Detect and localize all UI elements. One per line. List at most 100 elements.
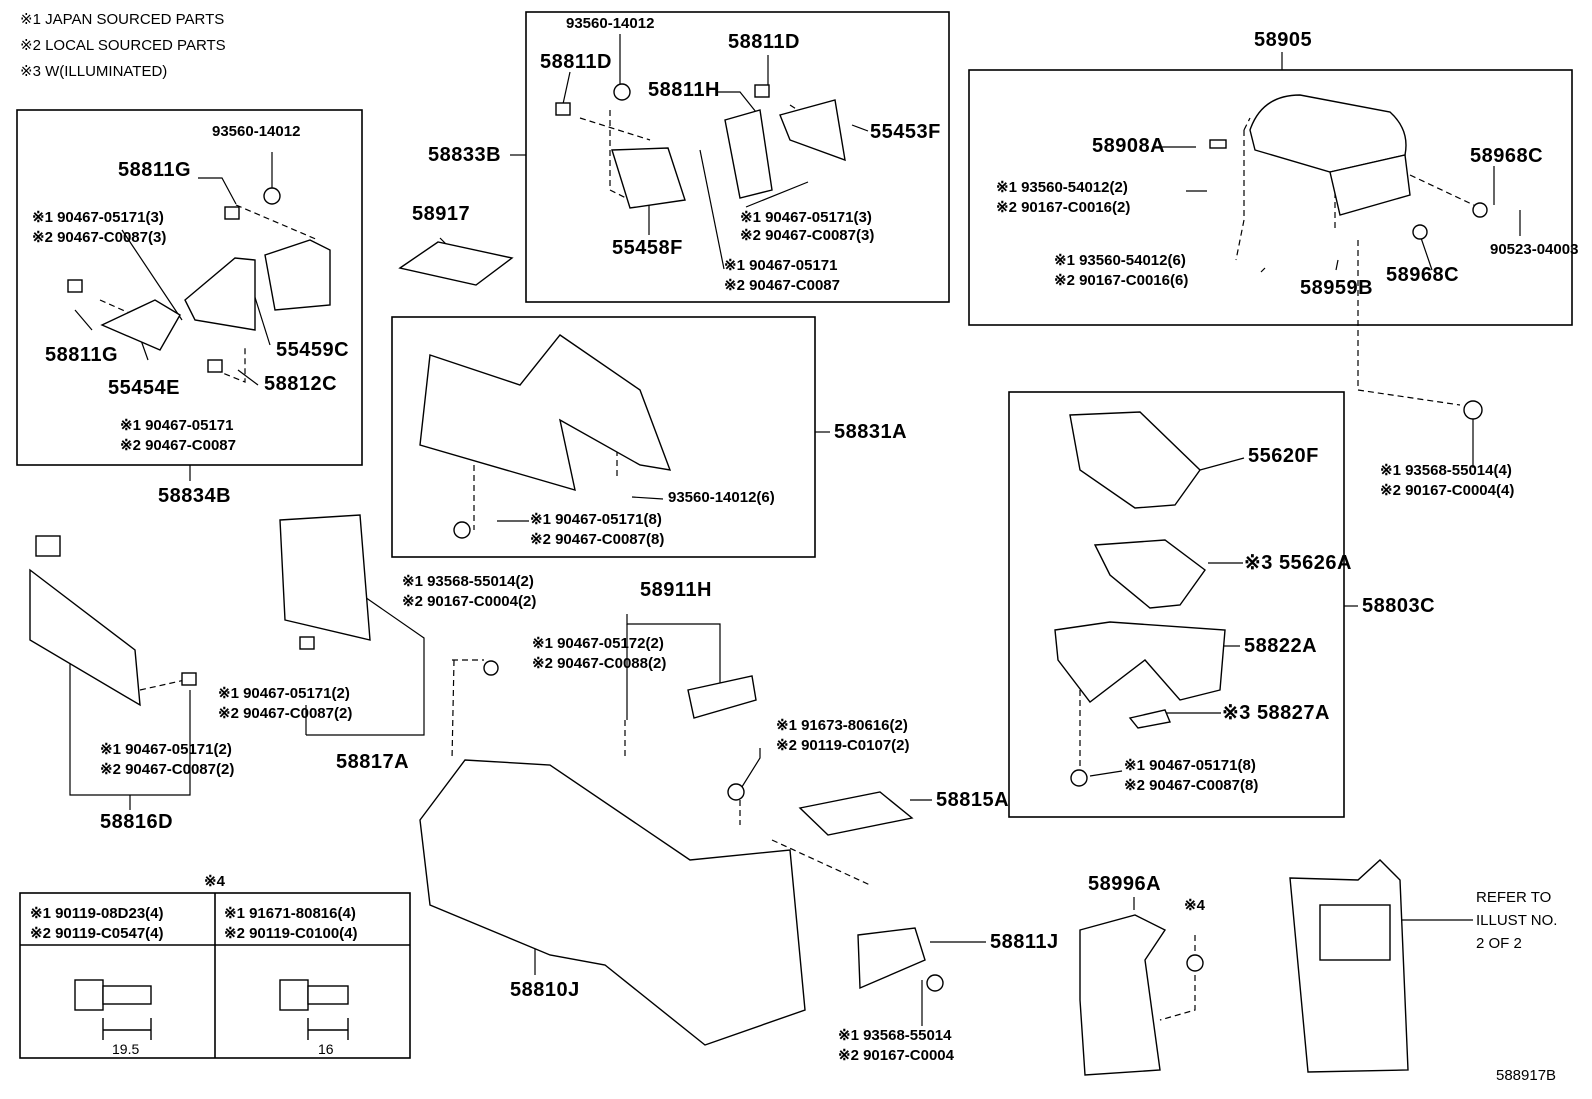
- part-label: ※1 93568-55014(4): [1380, 462, 1512, 479]
- cup-holder-55620F-shape: [1069, 411, 1201, 509]
- part-label: ※2 90467-C0088(2): [532, 655, 667, 672]
- part-label: ※2 90467-C0087(2): [218, 705, 353, 722]
- part-label: 55454E: [108, 377, 180, 399]
- part-label: ※3 55626A: [1244, 552, 1352, 574]
- part-label: ※2 90467-C0087(8): [1124, 777, 1259, 794]
- part-label: ※1 90467-05171: [120, 417, 234, 434]
- lens-58827A-shape: [1128, 709, 1171, 729]
- part-label: ※1 90467-05171(3): [740, 209, 872, 226]
- part-label: 58831A: [834, 421, 908, 443]
- part-label: 55459C: [276, 339, 350, 361]
- part-label: ※2 90467-C0087: [724, 277, 840, 294]
- rear-panel-shape: [1289, 859, 1409, 1073]
- part-label: ※3 58827A: [1222, 702, 1330, 724]
- part-label: 58811J: [990, 931, 1059, 953]
- bolt-sketch-right: [279, 979, 349, 1040]
- liner-58817A-shape: [279, 514, 371, 641]
- bolt-sketch-left: [74, 979, 152, 1040]
- part-label: ※1 93568-55014(2): [402, 573, 534, 590]
- refer-note-line-1: REFER TO: [1476, 889, 1552, 906]
- cup-holder-55626A-shape: [1093, 539, 1206, 609]
- part-label: 58908A: [1092, 135, 1166, 157]
- part-label: 58905: [1254, 29, 1313, 51]
- part-label: 58968C: [1386, 264, 1460, 286]
- part-label: 55620F: [1248, 445, 1319, 467]
- side-panel-58816D-shape: [29, 568, 141, 707]
- part-label: 58811D: [728, 31, 800, 53]
- group-box-58833B: [525, 11, 950, 303]
- part-label: 58959B: [1300, 277, 1374, 299]
- refer-note-line-2: ILLUST NO.: [1476, 912, 1558, 929]
- part-label: ※2 90467-C0087(2): [100, 761, 235, 778]
- bolt-table-cell: ※1 91671-80816(4): [224, 905, 356, 922]
- legend-line-1: ※1 JAPAN SOURCED PARTS: [20, 11, 225, 28]
- part-label: 58811G: [45, 344, 119, 366]
- bolt-dimension-left: 19.5: [112, 1041, 140, 1057]
- part-label: ※1 90467-05171: [724, 257, 838, 274]
- console-body-58810J-shape: [419, 759, 806, 1046]
- bracket-58811J-shape: [857, 927, 926, 990]
- stand-58996A-shape: [1079, 914, 1167, 1076]
- part-label: 58817A: [336, 751, 410, 773]
- part-label: 58812C: [264, 373, 338, 395]
- bolt-table-cell: ※2 90119-C0100(4): [224, 925, 358, 942]
- part-label: 90523-04003: [1490, 241, 1579, 258]
- part-label: 58815A: [936, 789, 1010, 811]
- pad-58815A-shape: [798, 791, 914, 836]
- bracket-55453F-shape: [779, 99, 846, 162]
- part-label: ※1 93568-55014: [838, 1027, 952, 1044]
- bolt-dimension-right: 16: [318, 1041, 334, 1057]
- part-label: ※2 90467-C0087(3): [32, 229, 167, 246]
- group-box-58803C: [1008, 391, 1345, 818]
- part-label: ※2 90467-C0087(3): [740, 227, 875, 244]
- part-label: 58810J: [510, 979, 580, 1001]
- panel-55458F-shape: [611, 147, 686, 209]
- part-label: ※2 90167-C0016(2): [996, 199, 1131, 216]
- part-label: ※1 90467-05171(8): [530, 511, 662, 528]
- panel-58811H-shape: [724, 109, 773, 199]
- bolt-table-cell: ※2 90119-C0547(4): [30, 925, 164, 942]
- part-label: ※1 90467-05171(2): [100, 741, 232, 758]
- part-label: ※2 90167-C0004(4): [1380, 482, 1515, 499]
- part-label: ※1 90467-05171(2): [218, 685, 350, 702]
- part-label: 58803C: [1362, 595, 1436, 617]
- part-label: ※1 93560-54012(6): [1054, 252, 1186, 269]
- housing-55459C-shape: [264, 239, 331, 311]
- part-label: 58911H: [640, 579, 712, 601]
- part-label: 58834B: [158, 485, 232, 507]
- part-label: ※2 90167-C0004(2): [402, 593, 537, 610]
- part-label: 58811H: [648, 79, 720, 101]
- mat-58917-shape: [398, 241, 514, 286]
- armrest-58905-shape: [1249, 94, 1407, 173]
- part-label: ※2 90467-C0087(8): [530, 531, 665, 548]
- bolt-table-cell: ※1 90119-08D23(4): [30, 905, 164, 922]
- part-label: ※1 90467-05171(8): [1124, 757, 1256, 774]
- part-label: 58996A: [1088, 873, 1162, 895]
- part-label: ※1 91673-80616(2): [776, 717, 908, 734]
- part-label: ※2 90119-C0107(2): [776, 737, 910, 754]
- trim-panel-55454E-shape: [100, 299, 181, 351]
- switch-bezel-58911H-shape: [687, 675, 757, 719]
- group-box-58905: [968, 69, 1573, 326]
- part-label: ※1 90467-05171(3): [32, 209, 164, 226]
- group-box-58831A: [391, 316, 816, 558]
- part-label: 93560-14012: [566, 15, 655, 32]
- part-label: 93560-14012(6): [668, 489, 775, 506]
- part-label: 55458F: [612, 237, 683, 259]
- part-label: 55453F: [870, 121, 941, 143]
- part-label: ※4: [1184, 897, 1205, 914]
- part-label: 58811G: [118, 159, 192, 181]
- part-label: ※1 93560-54012(2): [996, 179, 1128, 196]
- part-label: 58811D: [540, 51, 612, 73]
- console-shell-58831A-shape: [419, 334, 672, 491]
- part-label: 58917: [412, 203, 471, 225]
- bolt-table-title: ※4: [204, 873, 225, 890]
- refer-note-line-3: 2 OF 2: [1476, 935, 1522, 952]
- trim-58822A-shape: [1054, 621, 1226, 703]
- part-label: 58833B: [428, 144, 502, 166]
- part-label: ※2 90467-C0087: [120, 437, 236, 454]
- bracket-58812C-shape: [184, 257, 256, 331]
- part-label: ※2 90167-C0004: [838, 1047, 954, 1064]
